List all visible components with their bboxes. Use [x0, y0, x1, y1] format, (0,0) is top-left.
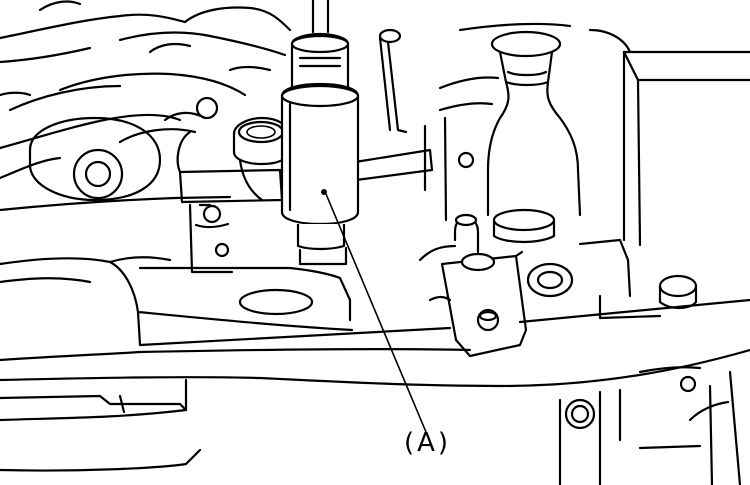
- reservoir-bottle: [423, 30, 582, 222]
- upper-left-engine-contours: [0, 0, 292, 180]
- callout-label-a: (A): [404, 428, 452, 458]
- bracket-assembly: [418, 213, 528, 358]
- pressure-tester-tool: [280, 32, 360, 266]
- lower-structure: [0, 366, 742, 485]
- pressure-cap: [232, 116, 290, 202]
- front-crossmember: [0, 266, 750, 388]
- callout-leader-line: [325, 193, 427, 433]
- left-rail: [0, 195, 232, 347]
- left-round-housing: [28, 96, 219, 202]
- right-box: [458, 22, 750, 247]
- rod: [311, 0, 408, 134]
- reservoir-cap-fittings: [492, 208, 698, 320]
